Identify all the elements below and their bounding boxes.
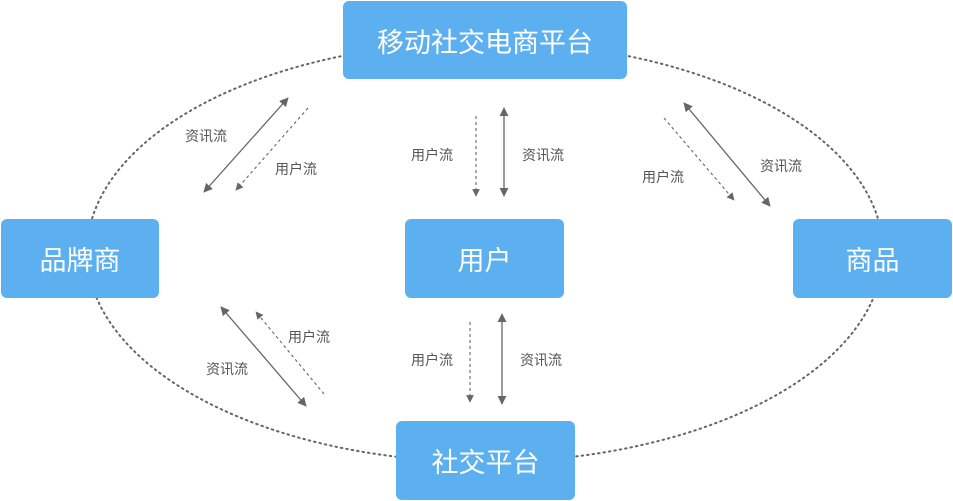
node-brand: 品牌商: [1, 219, 159, 298]
label-info-topcenter: 资讯流: [522, 148, 564, 164]
label-user-topright: 用户流: [642, 170, 684, 186]
node-social-platform: 社交平台: [396, 421, 575, 500]
arrow-user-topleft: [235, 107, 309, 191]
label-info-topright: 资讯流: [760, 159, 802, 175]
label-user-topleft: 用户流: [275, 162, 317, 178]
node-product: 商品: [793, 219, 952, 298]
arrow-info-topleft: [203, 97, 289, 193]
node-user: 用户: [405, 219, 564, 298]
label-info-topleft: 资讯流: [185, 129, 227, 145]
label-info-bottomcenter: 资讯流: [520, 353, 562, 369]
node-mobile-social-ecommerce-platform: 移动社交电商平台: [343, 1, 627, 79]
arrow-user-bottomleft: [255, 311, 325, 395]
label-user-bottomleft: 用户流: [288, 330, 330, 346]
arrow-user-topright: [663, 117, 735, 201]
label-info-bottomleft: 资讯流: [206, 362, 248, 378]
label-user-topcenter: 用户流: [411, 148, 453, 164]
label-user-bottomcenter: 用户流: [411, 353, 453, 369]
arrow-info-bottomleft: [220, 306, 307, 407]
arrow-info-topright: [683, 102, 771, 207]
